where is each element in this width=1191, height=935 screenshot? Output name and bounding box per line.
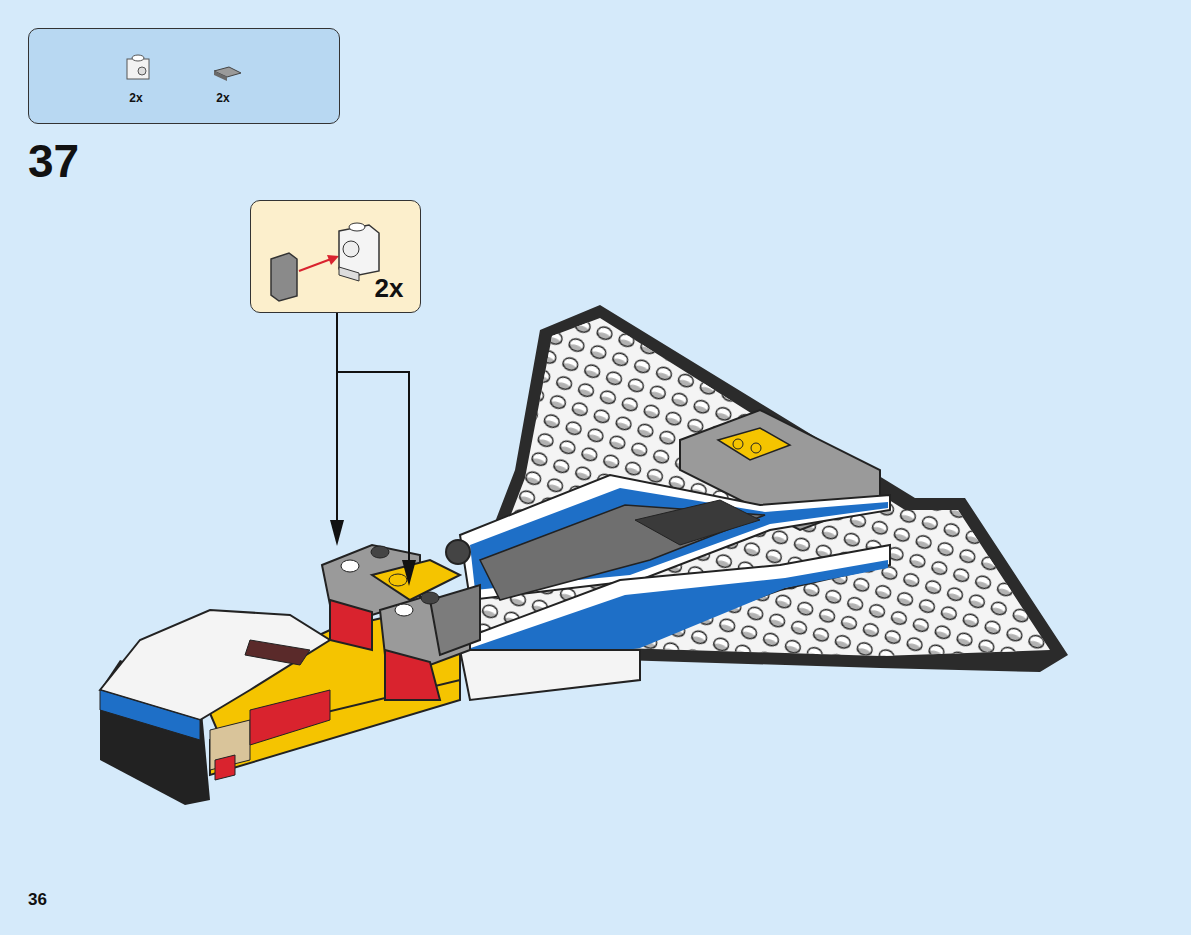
parts-list-box: 2x 2x: [28, 28, 340, 124]
quantity-label: 2x: [216, 91, 229, 105]
page-number: 36: [28, 890, 47, 910]
quantity-label: 2x: [375, 273, 404, 304]
step-number: 37: [28, 134, 79, 188]
quantity-label: 2x: [129, 91, 142, 105]
subassembly-callout: 2x: [250, 200, 421, 313]
part-icons: [29, 29, 341, 125]
